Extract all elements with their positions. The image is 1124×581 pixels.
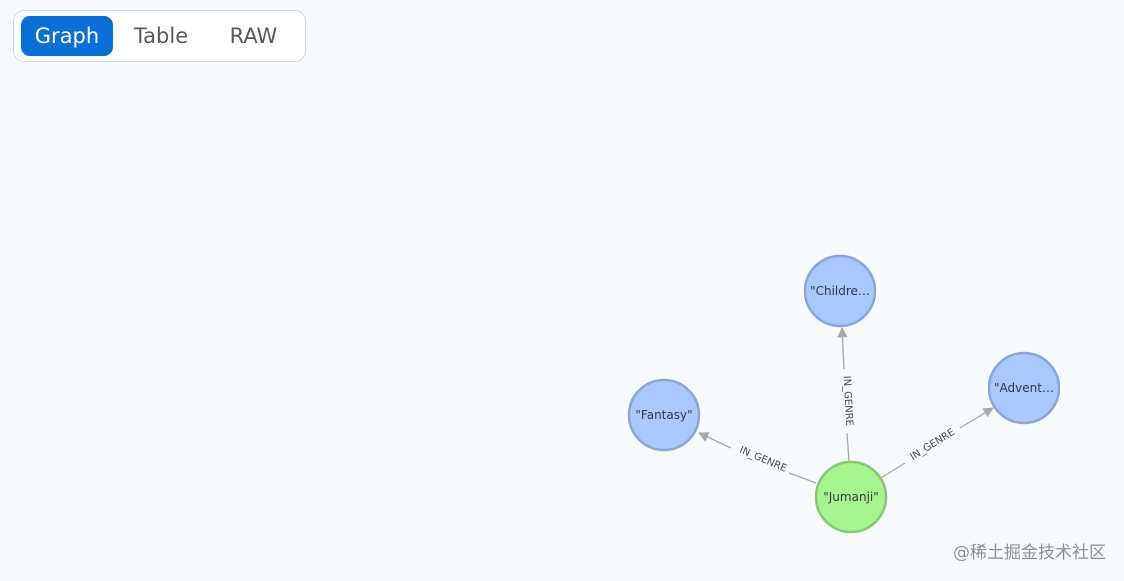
node-children[interactable]: "Childre… — [803, 254, 877, 328]
edge-label: IN_GENRE — [908, 427, 956, 463]
edge-jumanji-adventure[interactable]: IN_GENRE — [880, 407, 994, 479]
tab-raw[interactable]: RAW — [229, 24, 278, 48]
edge-jumanji-children[interactable]: IN_GENRE — [837, 326, 855, 462]
tab-table[interactable]: Table — [133, 24, 189, 48]
node-label: "Advent… — [994, 381, 1054, 395]
node-label: "Jumanji" — [823, 490, 879, 504]
node-adventure[interactable]: "Advent… — [987, 351, 1061, 425]
watermark: @稀土掘金技术社区 — [953, 543, 1106, 563]
node-label: "Childre… — [810, 284, 870, 298]
edge-label: IN_GENRE — [738, 445, 789, 475]
edge-jumanji-fantasy[interactable]: IN_GENRE — [698, 432, 817, 484]
tab-graph[interactable]: Graph — [21, 16, 113, 56]
view-mode-tabs: Graph Table RAW — [13, 10, 306, 62]
node-label: "Fantasy" — [635, 408, 692, 422]
edge-label: IN_GENRE — [841, 375, 855, 426]
node-fantasy[interactable]: "Fantasy" — [627, 378, 701, 452]
node-jumanji[interactable]: "Jumanji" — [814, 460, 888, 534]
